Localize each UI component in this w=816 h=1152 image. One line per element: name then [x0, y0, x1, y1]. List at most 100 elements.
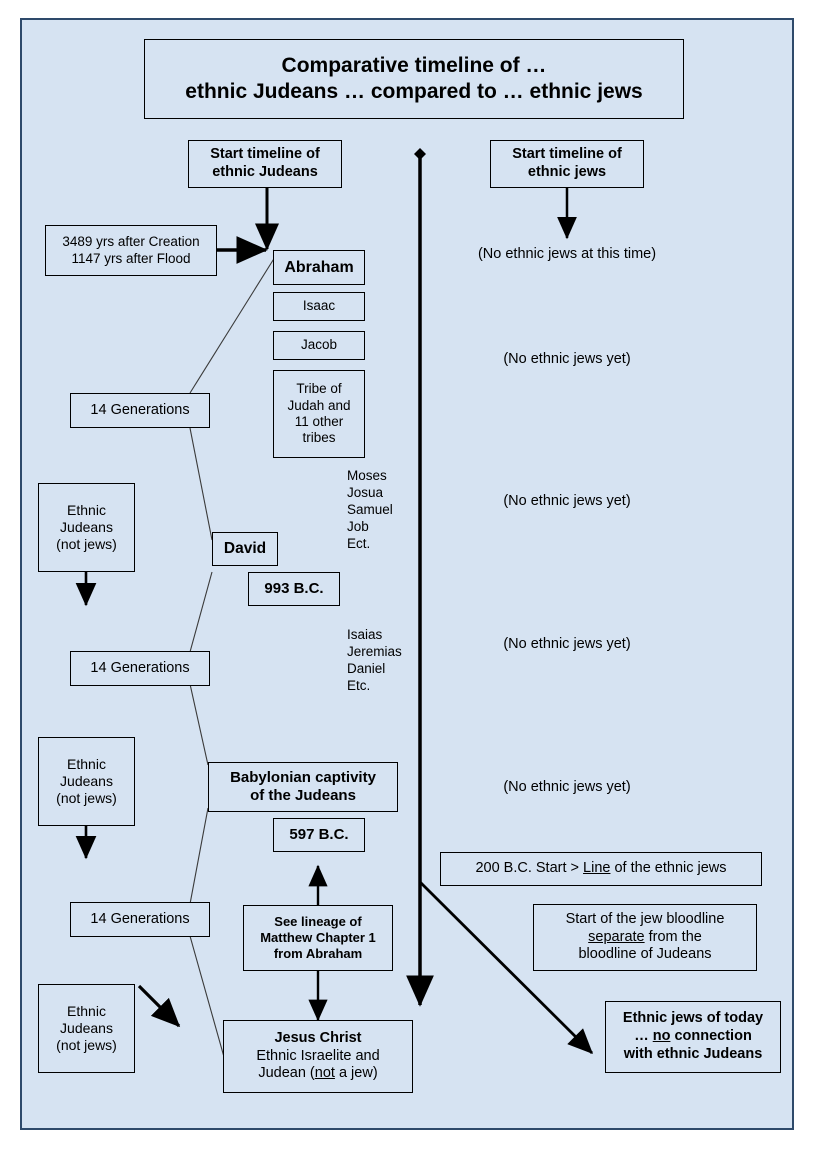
no-jews-note-3: (No ethnic jews yet)	[503, 493, 631, 509]
no-jews-note-4: (No ethnic jews yet)	[503, 636, 631, 652]
prophets-early-list: Moses Josua Samuel Job Ect.	[347, 468, 437, 552]
abraham-label: Abraham	[284, 258, 354, 276]
today-line-2: … no connection	[634, 1028, 752, 1046]
diagram-title-box: Comparative timeline of … ethnic Judeans…	[144, 39, 684, 119]
tribes-line-3: 11 other	[294, 414, 344, 429]
today-line-2-underline: no	[652, 1028, 671, 1045]
generation-line-gen2-to-babylon	[189, 683, 209, 766]
ethnic-judeans-2-line-1: Ethnic	[67, 755, 106, 772]
tribes-line-2: Judah and	[287, 397, 351, 413]
prophet-early-2: Samuel	[347, 501, 393, 517]
ethnic-judeans-1-line-1: Ethnic	[67, 501, 106, 518]
babylonian-captivity-box: Babylonian captivity of the Judeans	[208, 762, 398, 812]
generations-box-3: 14 Generations	[70, 902, 210, 937]
generation-line-babylon-to-gen3	[189, 807, 209, 905]
start-judeans-line-2: ethnic Judeans	[212, 164, 318, 180]
abraham-box: Abraham	[273, 250, 365, 285]
generations-1-label: 14 Generations	[90, 401, 190, 418]
ethnic-jews-today-box: Ethnic jews of today … no connection wit…	[605, 1001, 781, 1073]
generations-box-2: 14 Generations	[70, 651, 210, 686]
generation-line-abraham-to-gen1	[189, 256, 276, 394]
jacob-label: Jacob	[300, 337, 338, 353]
babylon-line-2: of the Judeans	[250, 787, 356, 804]
today-line-2-post: connection	[670, 1028, 752, 1045]
start-timeline-jews-box: Start timeline of ethnic jews	[490, 140, 644, 188]
diagram-canvas: Comparative timeline of … ethnic Judeans…	[20, 18, 794, 1130]
timeline-top-diamond	[414, 148, 426, 160]
lineage-line-1: See lineage of	[274, 914, 362, 930]
tribes-box: Tribe of Judah and 11 other tribes	[273, 370, 365, 458]
jesus-line-3-post: a jew)	[334, 1065, 378, 1082]
generation-line-david-to-gen2	[189, 571, 213, 653]
ethnic-judeans-box-2: Ethnic Judeans (not jews)	[38, 737, 135, 826]
matthew-lineage-box: See lineage of Matthew Chapter 1 from Ab…	[243, 905, 393, 971]
tribes-line-4: tribes	[302, 430, 336, 446]
jesus-line-3-underline: not	[314, 1065, 335, 1082]
start-timeline-judeans-box: Start timeline of ethnic Judeans	[188, 140, 342, 188]
jesus-line-1: Jesus Christ	[274, 1029, 362, 1046]
ethnic-judeans-box-1: Ethnic Judeans (not jews)	[38, 483, 135, 572]
lineage-line-2: Matthew Chapter 1	[260, 930, 376, 946]
prophet-late-0: Isaias	[347, 627, 383, 642]
david-date-box: 993 B.C.	[248, 572, 340, 606]
prophet-early-3: Job	[347, 518, 369, 534]
title-line-1: Comparative timeline of …	[281, 54, 547, 78]
arrow-ethnic-judeans-3-diagonal	[137, 984, 181, 1028]
babylon-date-box: 597 B.C.	[273, 818, 365, 852]
tribes-line-1: Tribe of	[296, 381, 342, 397]
no-jews-note-1: (No ethnic jews at this time)	[477, 246, 657, 262]
start-jews-line-1: Start timeline of	[512, 146, 622, 163]
today-line-1: Ethnic jews of today	[622, 1010, 764, 1027]
jesus-line-3: Judean (not a jew)	[258, 1065, 377, 1083]
title-line-2: ethnic Judeans … compared to … ethnic je…	[185, 80, 643, 103]
start-jews-line-2: ethnic jews	[527, 164, 607, 180]
start-line-post: of the ethnic jews	[610, 860, 727, 877]
bloodline-line-2: separate from the	[588, 929, 702, 947]
jesus-christ-box: Jesus Christ Ethnic Israelite and Judean…	[223, 1020, 413, 1093]
ethnic-judeans-2-line-3: (not jews)	[56, 790, 117, 807]
isaac-label: Isaac	[302, 298, 336, 314]
generations-2-label: 14 Generations	[90, 659, 190, 676]
prophet-late-1: Jeremias	[347, 643, 402, 659]
prophet-late-3: Etc.	[347, 677, 371, 693]
generations-box-1: 14 Generations	[70, 393, 210, 428]
jacob-box: Jacob	[273, 331, 365, 360]
prophet-early-4: Ect.	[347, 535, 371, 551]
ethnic-judeans-box-3: Ethnic Judeans (not jews)	[38, 984, 135, 1073]
prophet-late-2: Daniel	[347, 660, 386, 676]
bloodline-line-1: Start of the jew bloodline	[565, 910, 725, 927]
generation-line-gen1-to-david	[189, 427, 213, 541]
bloodline-line-2-underline: separate	[588, 928, 645, 945]
generations-3-label: 14 Generations	[90, 910, 190, 927]
start-judeans-line-1: Start timeline of	[210, 146, 320, 163]
bloodline-line-2-post: from the	[644, 928, 702, 945]
babylon-date-label: 597 B.C.	[289, 825, 349, 843]
today-line-2-pre: …	[634, 1028, 653, 1045]
jesus-line-3-pre: Judean (	[258, 1065, 315, 1082]
david-date-label: 993 B.C.	[264, 579, 324, 597]
prophets-late-list: Isaias Jeremias Daniel Etc.	[347, 627, 442, 695]
isaac-box: Isaac	[273, 292, 365, 321]
prophet-early-0: Moses	[347, 468, 387, 483]
start-line-underline: Line	[583, 860, 611, 877]
today-line-3: with ethnic Judeans	[623, 1045, 763, 1062]
start-line-ethnic-jews-box: 200 B.C. Start > Line of the ethnic jews	[440, 852, 762, 886]
babylon-line-1: Babylonian captivity	[230, 768, 376, 786]
jesus-line-2: Ethnic Israelite and	[256, 1047, 380, 1064]
jew-bloodline-box: Start of the jew bloodline separate from…	[533, 904, 757, 971]
start-line-pre: 200 B.C. Start >	[475, 860, 584, 877]
ethnic-judeans-3-line-1: Ethnic	[67, 1002, 106, 1019]
david-label: David	[223, 539, 267, 557]
start-line-text: 200 B.C. Start > Line of the ethnic jews	[475, 860, 726, 878]
ethnic-judeans-2-line-2: Judeans	[60, 772, 113, 789]
creation-note-line-1: 3489 yrs after Creation	[62, 234, 200, 250]
ethnic-judeans-3-line-2: Judeans	[60, 1019, 113, 1036]
generation-line-gen3-to-jesus	[189, 935, 225, 1058]
bloodline-line-3: bloodline of Judeans	[578, 946, 712, 963]
ethnic-judeans-3-line-3: (not jews)	[56, 1037, 117, 1054]
david-box: David	[212, 532, 278, 566]
ethnic-judeans-1-line-2: Judeans	[60, 518, 113, 535]
creation-flood-note-box: 3489 yrs after Creation 1147 yrs after F…	[45, 225, 217, 276]
no-jews-note-5: (No ethnic jews yet)	[503, 779, 631, 795]
lineage-line-3: from Abraham	[273, 945, 363, 961]
